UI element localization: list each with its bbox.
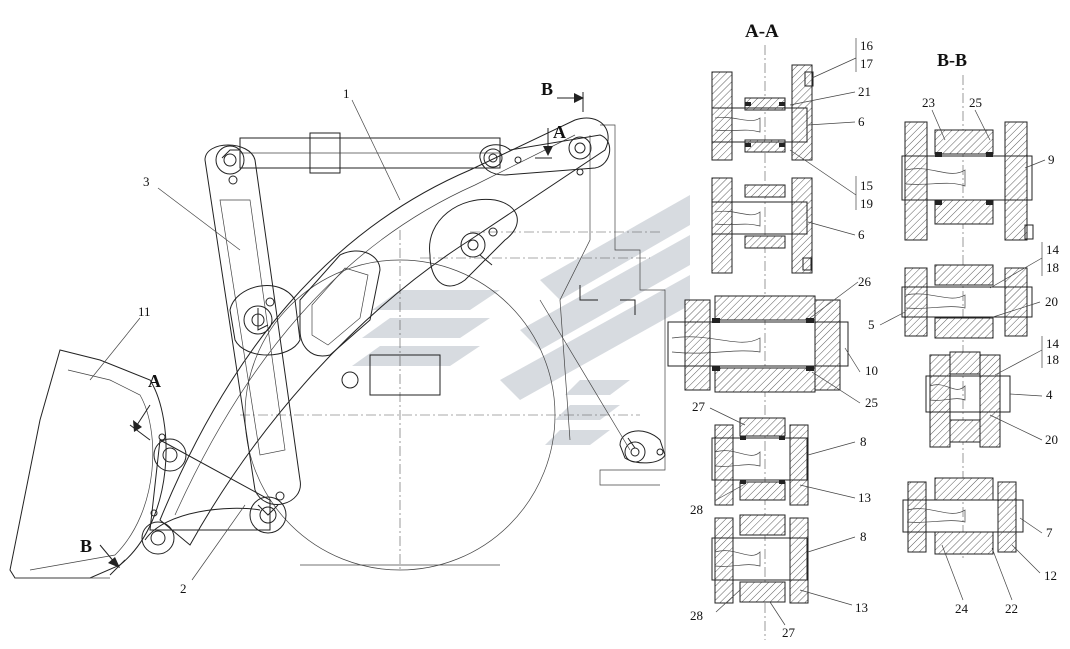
bb-callout-12: 12: [1044, 568, 1057, 583]
callout-1: 1: [343, 86, 350, 101]
aa-callout-27b: 27: [782, 625, 796, 640]
bb-callout-20a: 20: [1045, 294, 1058, 309]
aa-callout-19: 19: [860, 196, 873, 211]
section-mark-a-top: А: [553, 122, 566, 142]
bb-joint-2: [901, 264, 1033, 339]
aa-joint-2: [711, 177, 813, 274]
callout-11: 11: [138, 304, 151, 319]
aa-callout-8b: 8: [860, 529, 867, 544]
bb-callout-22: 22: [1005, 601, 1018, 616]
bb-callout-14b: 14: [1046, 336, 1060, 351]
section-mark-a-bucket: А: [148, 371, 161, 391]
callout-2: 2: [180, 581, 187, 596]
bb-joint-1: [901, 121, 1034, 241]
bb-callout-4: 4: [1046, 387, 1053, 402]
aa-callout-28b: 28: [690, 608, 703, 623]
section-arrow-b-top: [557, 92, 584, 112]
section-title-aa: А-А: [745, 21, 779, 42]
bb-callout-18a: 18: [1046, 260, 1059, 275]
aa-callout-17: 17: [860, 56, 874, 71]
bb-callout-5: 5: [868, 317, 875, 332]
bb-callout-20b: 20: [1045, 432, 1058, 447]
aa-leaders: [709, 38, 861, 626]
bb-callout-9: 9: [1048, 152, 1055, 167]
aa-callout-16: 16: [860, 38, 874, 53]
bb-joint-4: [902, 477, 1024, 555]
bb-leaders: [879, 109, 1046, 601]
aa-callout-25: 25: [865, 395, 878, 410]
bb-callout-25: 25: [969, 95, 982, 110]
bb-callout-24: 24: [955, 601, 969, 616]
aa-callout-26: 26: [858, 274, 872, 289]
aa-joint-3: [667, 295, 849, 393]
bb-callout-14a: 14: [1046, 242, 1060, 257]
aa-callout-10: 10: [865, 363, 878, 378]
watermark-logo: [352, 195, 690, 445]
bb-callout-7: 7: [1046, 525, 1053, 540]
section-arrow-a-top: [535, 128, 553, 159]
section-arrow-a-bucket: [129, 404, 151, 441]
aa-callout-21: 21: [858, 84, 871, 99]
aa-callout-13a: 13: [858, 490, 871, 505]
aa-callout-13b: 13: [855, 600, 868, 615]
bb-joint-3: [925, 351, 1011, 448]
aa-joint-1: [711, 64, 814, 161]
section-title-bb: В-В: [937, 50, 967, 70]
loader-side-view: [9, 92, 666, 581]
aa-callout-15: 15: [860, 178, 873, 193]
bb-callout-18b: 18: [1046, 352, 1059, 367]
pin-markers: [221, 149, 636, 516]
section-mark-b-bucket: В: [80, 536, 92, 556]
aa-callout-8a: 8: [860, 434, 867, 449]
section-arrow-b-bucket: [99, 544, 126, 576]
section-mark-b-top: В: [541, 79, 553, 99]
aa-callout-27a: 27: [692, 399, 706, 414]
callout-3: 3: [143, 174, 150, 189]
aa-callout-6a: 6: [858, 114, 865, 129]
bb-callout-23: 23: [922, 95, 935, 110]
aa-callout-6b: 6: [858, 227, 865, 242]
aa-callout-28a: 28: [690, 502, 703, 517]
aa-joint-5: [711, 514, 809, 604]
aa-joint-4: [711, 417, 809, 506]
